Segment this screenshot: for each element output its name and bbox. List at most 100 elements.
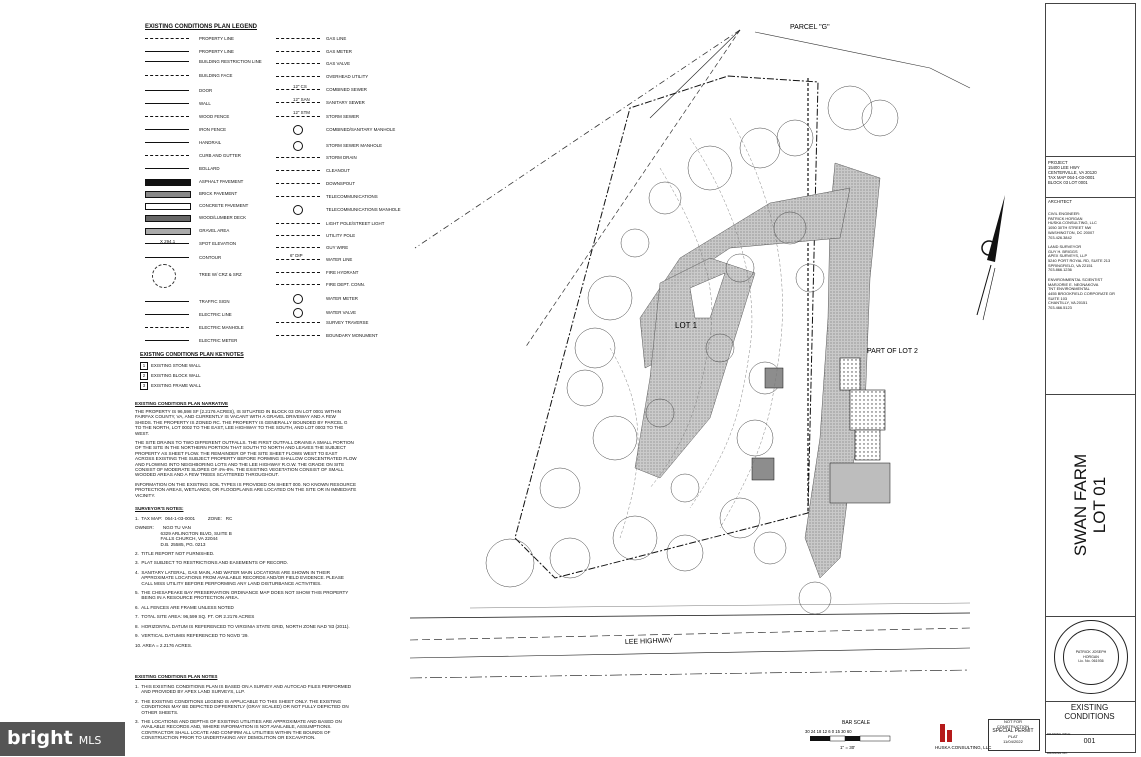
scale-ratio: 1" = 30' <box>840 745 855 750</box>
legend-left-symbol <box>145 243 189 244</box>
keynote-text: EXISTING BLOCK WALL <box>151 373 201 378</box>
firm-name: HUSKA CONSULTING, LLC <box>935 745 992 750</box>
legend-left-item: CURB AND GUTTER <box>199 153 241 158</box>
narrative-line: WOODED AREAS AND A FEW TREES SCATTERED T… <box>135 472 279 478</box>
legend-right-symbol <box>276 102 320 103</box>
owner-line: OWNER: NGO TU VAN <box>135 525 191 531</box>
legend-right-item: CLEANOUT <box>326 168 350 173</box>
project-line: 15400 LEE HWY <box>1048 165 1080 170</box>
legend-right-item: COMBINED/SANITARY MANHOLE <box>326 127 396 132</box>
consultant-line: GUY H. BRIGGS <box>1048 248 1078 254</box>
legend-left-item: PROPERTY LINE <box>199 49 234 54</box>
consultant-line: HUSKA CONSULTING, LLC <box>1048 220 1097 226</box>
surveyor-note: 8. HORIZONTAL DATUM IS REFERENCED TO VIR… <box>135 623 350 629</box>
brand-mls-text: MLS <box>78 734 102 747</box>
legend-left-symbol <box>145 75 189 76</box>
project-name-line: LOT 01 <box>1089 476 1109 534</box>
brand-bright-text: bright <box>7 727 73 749</box>
legend-left-symbol <box>145 129 189 130</box>
project-line: TAX MAP 064-1-03-0001 <box>1048 175 1095 180</box>
legend-right-symbol <box>276 322 320 323</box>
project-line: CENTERVILLE, VA 20120 <box>1048 170 1097 175</box>
legend-right-item: OVERHEAD UTILITY <box>326 74 369 79</box>
permit-line: PLAT <box>1008 734 1018 739</box>
legend-right-item: STORM SEWER <box>326 114 360 119</box>
legend-right-item: FIRE DEPT. CONN. <box>326 282 366 287</box>
site-plan-drawing: PARCEL "G" LOT 1 PART OF LOT 2 LEE HIGHW… <box>410 24 992 750</box>
general-note: 1. THIS EXISTING CONDITIONS PLAN IS BASE… <box>135 684 352 695</box>
legend-left-symbol <box>145 116 189 117</box>
drawing-title-line: CONDITIONS <box>1064 712 1115 721</box>
legend-left-symbol <box>145 179 191 186</box>
legend-right-item: GAS LINE <box>326 36 347 41</box>
bar-scale-label: BAR SCALE <box>842 720 871 726</box>
legend-right-item: TELECOMMUNICATIONS <box>326 194 378 199</box>
keynotes-title: EXISTING CONDITIONS PLAN KEYNOTES <box>140 352 244 358</box>
legend-left-symbol <box>145 228 191 235</box>
legend-left-item: ELECTRIC LINE <box>199 312 232 317</box>
legend-left-item: CONTOUR <box>199 255 222 260</box>
legend-right-symbol <box>276 170 320 171</box>
consultant-line: PATRICK HORGAN <box>1048 215 1083 221</box>
consultant-line: 4455 BROOKFIELD CORPORATE DR <box>1048 290 1115 296</box>
legend-left-symbol <box>152 264 176 288</box>
legend-left-symbol <box>145 301 189 302</box>
legend-right-symbol <box>276 157 320 158</box>
narrative-line: TO THE NORTH, LOT 0002 TO THE EAST, LEE … <box>135 425 344 431</box>
narrative-line: OF THE SITE IN THE NORTHERN PORTION THAT… <box>135 445 347 451</box>
surveyor-note: 10. AREA = 2.2176 ACRES. <box>135 642 193 648</box>
legend-right-symbol <box>276 89 320 90</box>
narrative-line: WEST. <box>135 430 150 436</box>
title-block <box>1045 3 1136 753</box>
narrative-line: FAIRFAX COUNTY, VA, AND CURRENTLY IS VAC… <box>135 414 336 420</box>
permit-box <box>988 719 1040 751</box>
legend-left-symbol <box>145 340 189 341</box>
legend-left-item: SPOT ELEVATION <box>199 241 237 246</box>
consultant-line: CIVIL ENGINEER: <box>1048 211 1081 216</box>
consultant-line: MARJORIE E. NEGNAKOVA <box>1048 281 1099 287</box>
narrative-text: THE PROPERTY IS 96,598 SF (2.2176 ACRES)… <box>135 409 357 502</box>
keynote-text: EXISTING STONE WALL <box>151 363 201 368</box>
legend-right-item: SANITARY SEWER <box>326 100 365 105</box>
legend-left-symbol <box>145 327 189 328</box>
legend-right-symbol <box>276 51 320 52</box>
legend-right-item: GAS VALVE <box>326 61 350 66</box>
seal-line: PATRICK JOSEPH <box>1075 650 1107 655</box>
legend-right-item: DOWNSPOUT <box>326 181 356 186</box>
pipe-size-label: 12" STM <box>293 110 310 115</box>
narrative-line: PROTECTION AREAS, WETLANDS, OR FLOODPLAI… <box>135 487 357 493</box>
legend-left-symbol <box>145 142 189 143</box>
narrative-line: SHEDS. THE PROPERTY IS ZONED RC. THE PRO… <box>135 419 348 425</box>
legend-right-symbol <box>276 259 320 260</box>
legend-left-symbol <box>145 257 189 258</box>
firm-logo <box>940 724 952 742</box>
narrative-line: PROPERTY AS SHEET FLOW. THE REMAINDER OF… <box>135 450 338 456</box>
narrative-line: CONSIST OF MODERATE SLOPES OF 4%-8%. THE… <box>135 467 344 473</box>
lee-highway-label: LEE HIGHWAY <box>625 637 673 646</box>
legend-left-item: BUILDING RESTRICTION LINE <box>199 59 262 64</box>
legend-left-item: CONCRETE PAVEMENT <box>199 203 249 208</box>
legend-left-item: TRAFFIC SIGN <box>199 299 230 304</box>
legend-right-symbol <box>276 196 320 197</box>
owner-line: D.B. 25585, PG. 0213 <box>135 541 206 547</box>
legend-left-symbol <box>145 215 191 222</box>
legend-right-item: COMBINED SEWER <box>326 87 367 92</box>
legend-right-item: LIGHT POLE/STREET LIGHT <box>326 221 385 226</box>
legend-right-symbol <box>276 38 320 39</box>
seal-line: HORGAN <box>1083 654 1099 659</box>
legend-left-symbol <box>145 90 189 91</box>
legend-left-item: ELECTRIC METER <box>199 338 238 343</box>
legend-left-item: TREE W/ CRZ & SRZ <box>199 272 242 277</box>
narrative-paragraph: THE SITE DRAINS TO TWO DIFFERENT OUTFALL… <box>135 440 357 478</box>
narrative-line: THE SITE DRAINS TO TWO DIFFERENT OUTFALL… <box>135 440 354 446</box>
legend-left-item: BOLLARD <box>199 166 220 171</box>
legend-right-item: WATER METER <box>326 296 358 301</box>
north-arrow-icon <box>976 195 1005 321</box>
legend-right-symbol <box>276 284 320 285</box>
legend-right-item: TELECOMMUNICATIONS MANHOLE <box>326 207 401 212</box>
legend-right-symbol <box>276 183 320 184</box>
owner-block: OWNER: NGO TU VAN 6329 ARLINGTON BLVD, S… <box>135 525 350 547</box>
legend-right-item: FIRE HYDRANT <box>326 270 359 275</box>
